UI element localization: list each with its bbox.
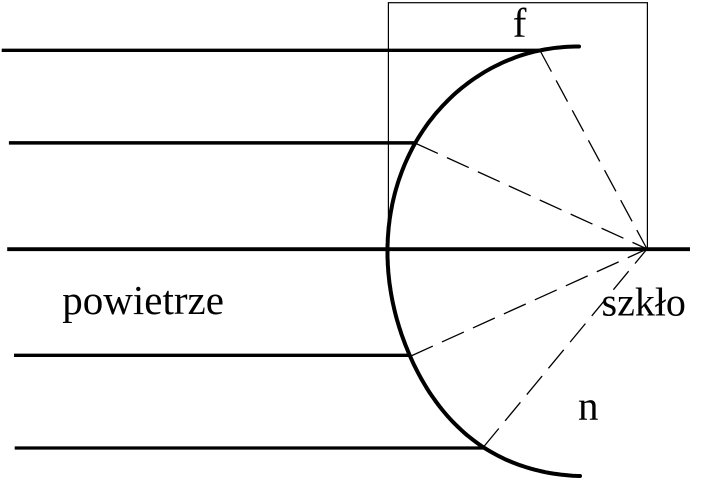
svg-text:szkło: szkło <box>602 280 686 325</box>
svg-text:powietrze: powietrze <box>62 277 224 323</box>
svg-text:n: n <box>578 382 599 428</box>
svg-text:f: f <box>513 0 527 46</box>
